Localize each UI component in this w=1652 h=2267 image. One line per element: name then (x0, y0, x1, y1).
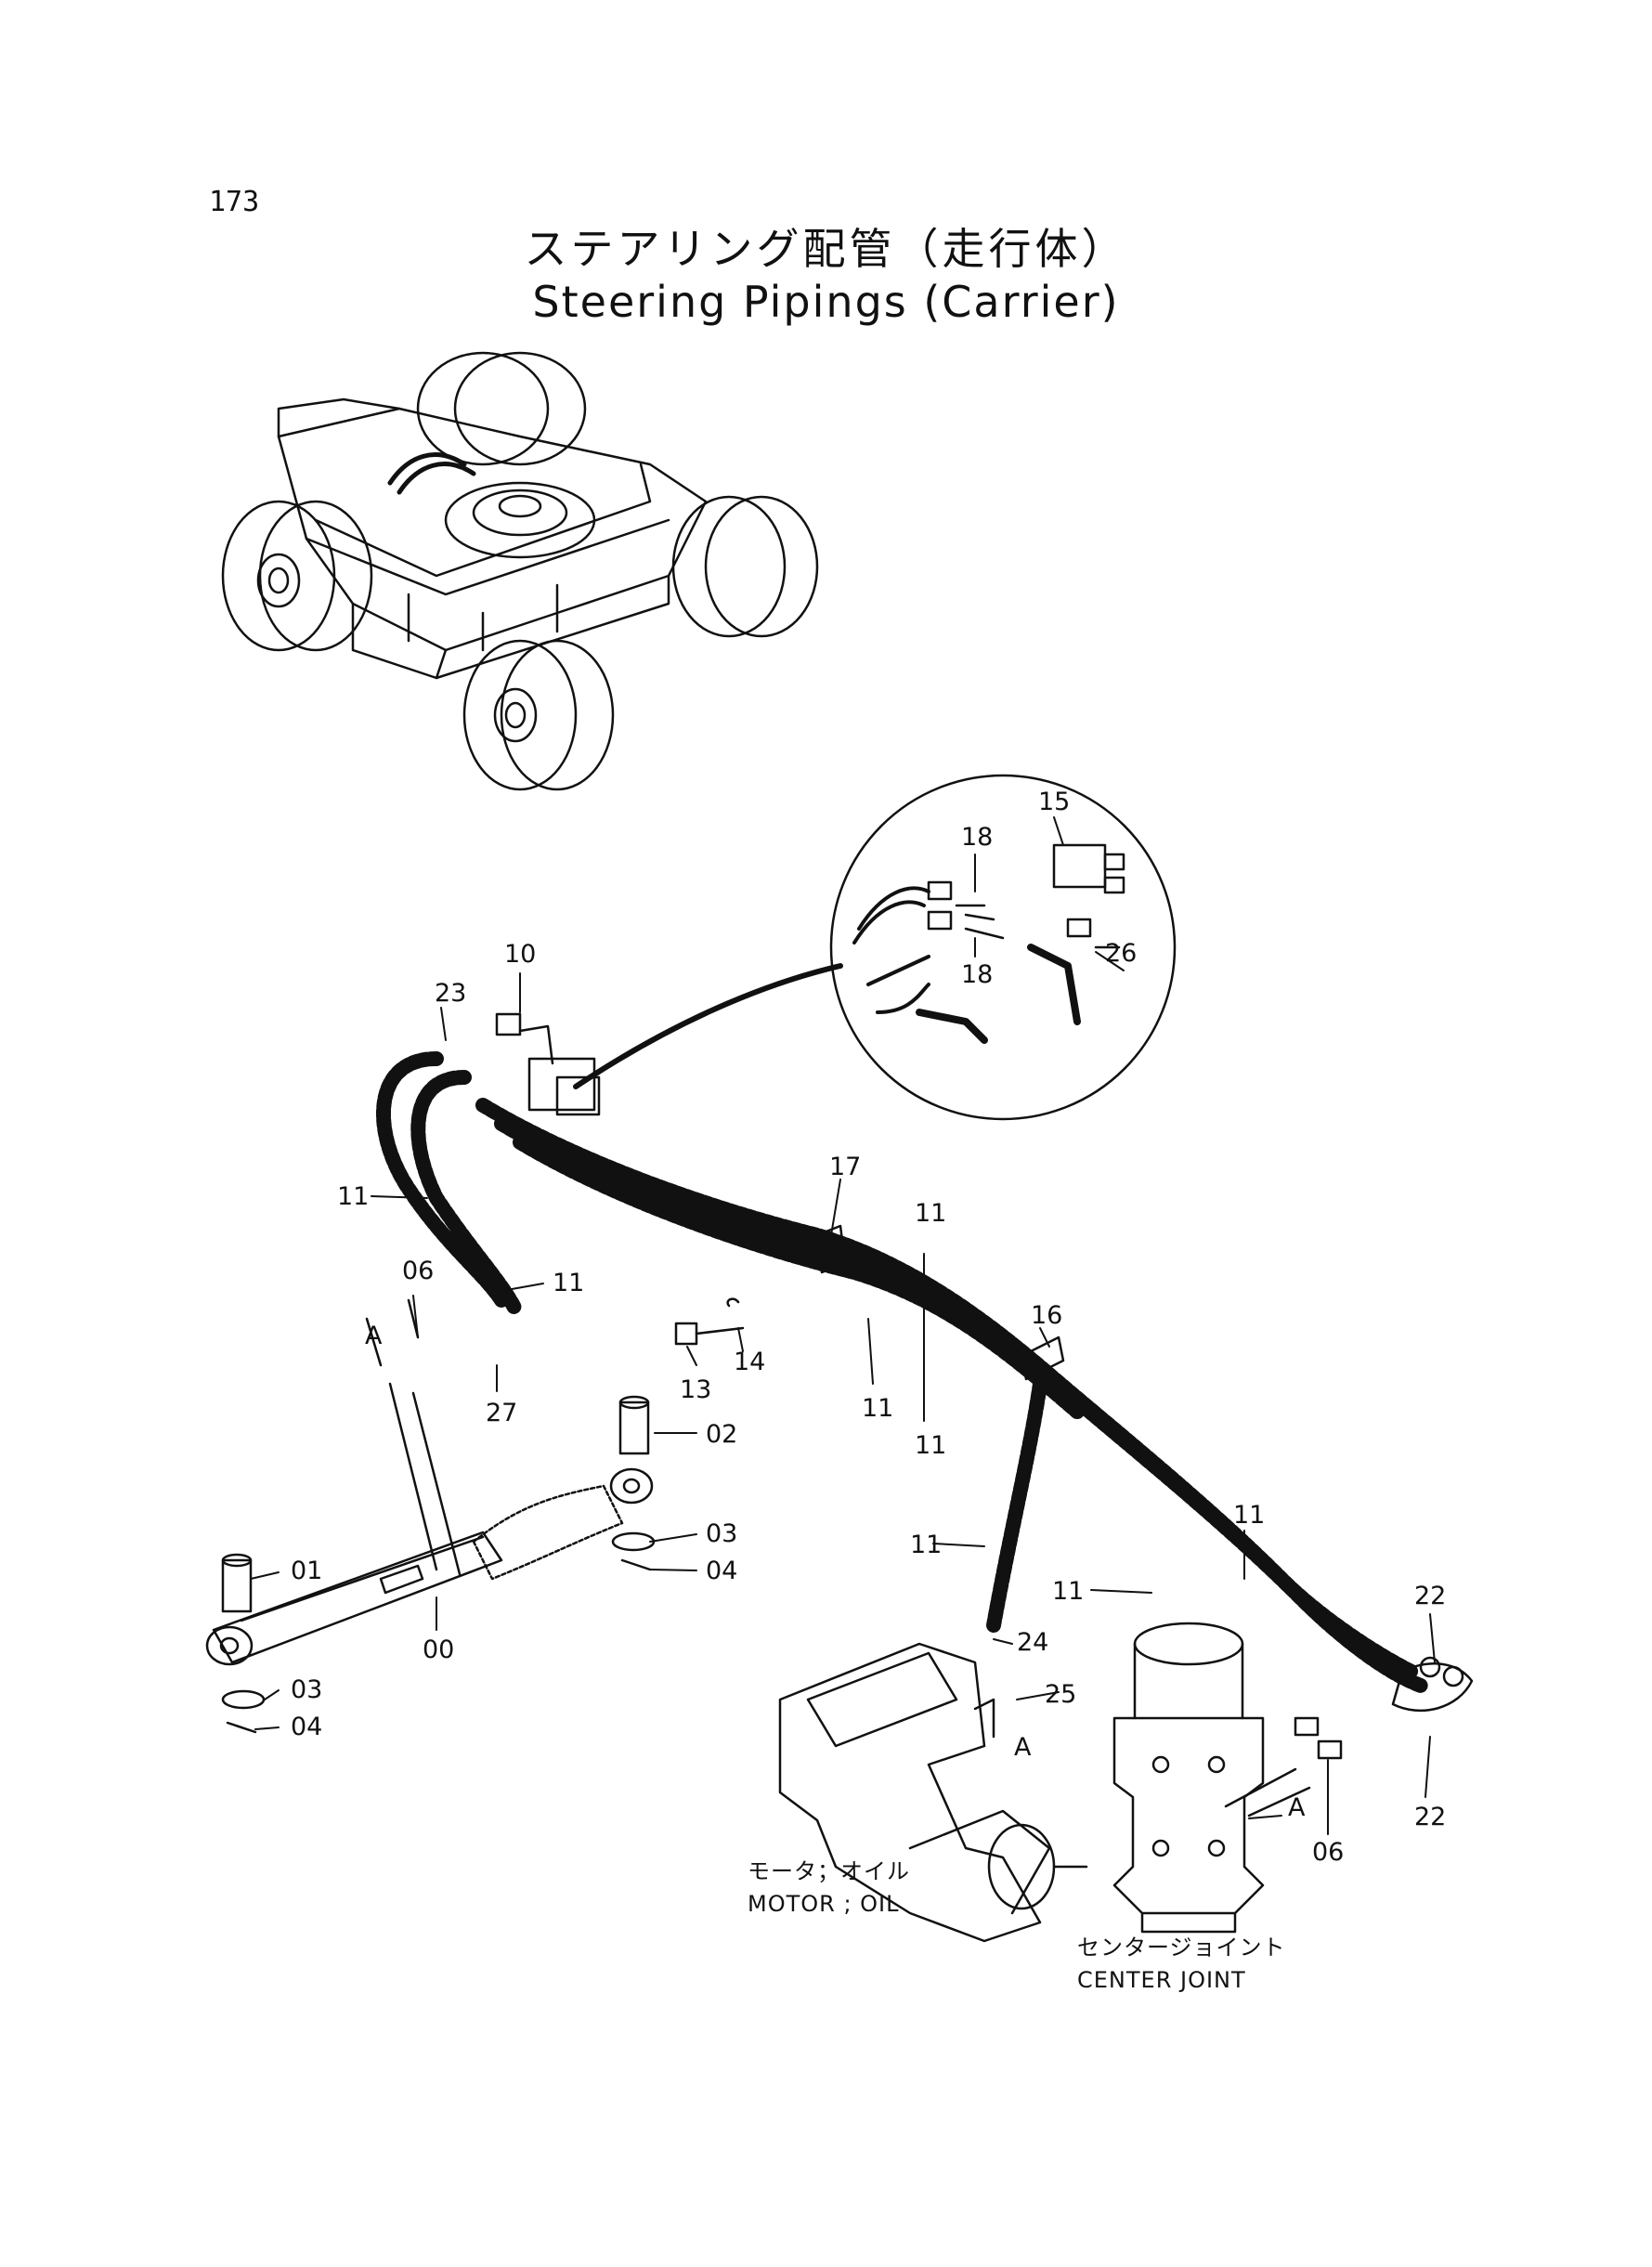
center-joint-drawing (1112, 1622, 1265, 1934)
joint-caption-en: CENTER JOINT (1077, 1967, 1246, 1993)
label-24: 24 (1017, 1628, 1048, 1657)
label-04-right: 04 (706, 1557, 737, 1585)
title-english: Steering Pipings (Carrier) (532, 277, 1120, 327)
carrier-overview-drawing (221, 351, 819, 791)
label-18-top: 18 (961, 823, 993, 852)
fitting-06-right (1224, 1716, 1343, 1818)
detail-marker-left: A (365, 1322, 383, 1350)
detail-marker-right: A (1288, 1793, 1306, 1822)
label-01: 01 (291, 1557, 322, 1585)
label-03-right: 03 (706, 1519, 737, 1548)
fitting-22 (1391, 1656, 1474, 1713)
detail-circle (573, 774, 1177, 1121)
valve-block (495, 1012, 601, 1116)
label-13: 13 (680, 1375, 711, 1404)
label-03-left: 03 (291, 1675, 322, 1704)
label-11-left-loop: 11 (553, 1269, 584, 1297)
label-22-bottom: 22 (1414, 1803, 1446, 1831)
component-captions: モータ；オイル MOTOR ; OIL センタージョイント CENTER JOI… (748, 1858, 1286, 1993)
label-25: 25 (1045, 1680, 1076, 1709)
label-11-middle: 11 (862, 1394, 893, 1423)
label-11-middle-lower: 11 (915, 1431, 946, 1460)
label-22-top: 22 (1414, 1582, 1446, 1610)
label-17: 17 (829, 1153, 861, 1181)
label-06-left: 06 (402, 1257, 434, 1285)
label-11-top-right: 11 (915, 1199, 946, 1228)
label-23: 23 (435, 979, 466, 1008)
joint-caption-jp: センタージョイント (1077, 1935, 1286, 1961)
detail-marker-motor: A (1014, 1733, 1032, 1762)
clamp-16 (1020, 1335, 1065, 1381)
label-16: 16 (1031, 1301, 1062, 1330)
label-10: 10 (504, 940, 536, 969)
label-11-upper-left: 11 (337, 1182, 369, 1211)
oil-motor-drawing (778, 1642, 1088, 1943)
motor-caption-en: MOTOR ; OIL (748, 1891, 900, 1917)
steering-cylinder (205, 1395, 656, 1734)
page-number: 173 (209, 186, 260, 218)
label-15: 15 (1038, 788, 1070, 816)
label-26: 26 (1105, 939, 1137, 968)
title-japanese: ステアリング配管（走行体） (524, 224, 1128, 274)
motor-caption-jp: モータ；オイル (748, 1858, 910, 1884)
label-06-right: 06 (1312, 1838, 1344, 1867)
label-11-joint-hose: 11 (1052, 1577, 1084, 1606)
part-number-labels: 10 23 11 11 06 27 13 14 17 11 11 11 16 0… (291, 788, 1446, 1867)
leader-lines (250, 816, 1436, 1835)
port-leader-a (388, 1382, 462, 1576)
bolt-13 (674, 1297, 745, 1346)
label-27: 27 (486, 1399, 517, 1427)
label-11-motor-hose: 11 (910, 1531, 942, 1559)
label-14: 14 (734, 1348, 765, 1376)
label-04-left: 04 (291, 1713, 322, 1741)
label-11-right: 11 (1233, 1501, 1265, 1530)
label-00: 00 (423, 1635, 454, 1664)
label-02: 02 (706, 1420, 737, 1449)
hose-bundles (376, 1051, 1428, 1693)
label-18-bottom: 18 (961, 960, 993, 989)
